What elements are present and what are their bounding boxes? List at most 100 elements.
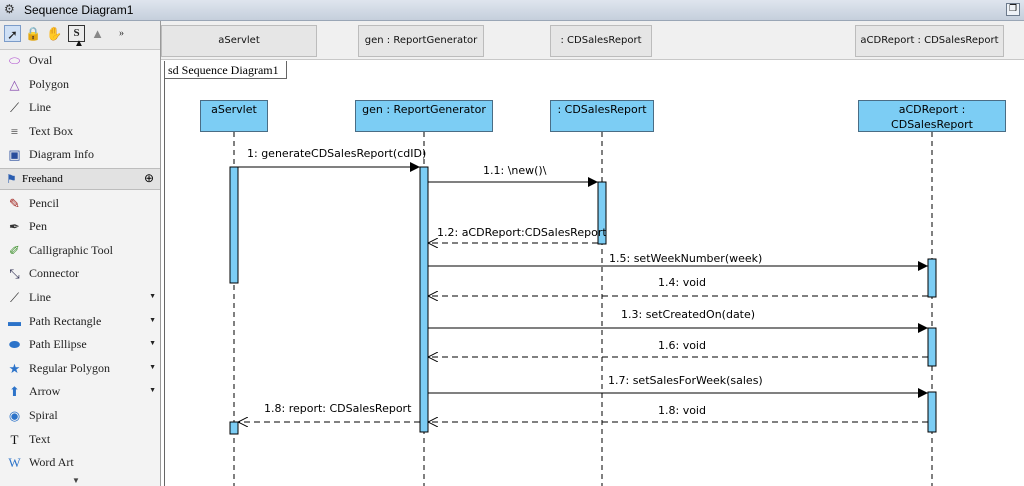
palette-item-label: Calligraphic Tool (29, 242, 113, 257)
diagram-palette: ➚ 🔒 ✋ S ▲ » ▲ ⬭Oval△Polygon⟋Line≡Text Bo… (0, 21, 161, 486)
path-rectangle-icon: ▬ (8, 313, 21, 329)
palette-item-pencil[interactable]: ✎ Pencil (0, 192, 160, 215)
frame-label-text: sd Sequence Diagram1 (168, 63, 279, 77)
diagram-canvas[interactable]: aServlet gen : ReportGenerator : CDSales… (161, 21, 1024, 486)
diagram-icon: ⚙ (4, 2, 15, 16)
activation-gen[interactable] (419, 166, 429, 433)
palette-item-diagram-info[interactable]: ▣ Diagram Info (0, 143, 160, 166)
message-label[interactable]: 1.7: setSalesForWeek(sales) (608, 374, 763, 387)
path-ellipse-icon: ⬬ (8, 337, 21, 353)
lifeline-head-acdreport[interactable]: aCDReport : CDSalesReport (858, 100, 1006, 132)
activation-aservlet-2[interactable] (229, 421, 239, 435)
palette-item-label: Line (29, 289, 51, 304)
hand-icon[interactable]: ✋ (46, 26, 63, 41)
palette-item-text-box[interactable]: ≡ Text Box (0, 120, 160, 143)
activation-acdreport-2[interactable] (927, 327, 937, 367)
palette-item-spiral[interactable]: ◉ Spiral (0, 404, 160, 427)
pencil-icon: ✎ (9, 195, 20, 211)
message-label[interactable]: 1.1: \new()\ (483, 164, 547, 177)
activation-cdsalesreport[interactable] (597, 181, 607, 245)
pin-icon[interactable]: ⊕ (143, 171, 154, 185)
message-label[interactable]: 1.8: void (658, 404, 706, 417)
palette-item-label: Line (29, 100, 51, 115)
palette-item-label: Text (29, 431, 51, 446)
diagram-info-icon: ▣ (8, 147, 21, 163)
palette-section-freehand[interactable]: ⚑ Freehand ⊕ (0, 168, 160, 190)
palette-item-path-rectangle[interactable]: ▬ Path Rectangle ▼ (0, 310, 160, 333)
header-lifeline-acdreport[interactable]: aCDReport : CDSalesReport (855, 25, 1004, 57)
palette-item-label: Diagram Info (29, 147, 94, 162)
select-tool-icon[interactable]: ➚ (4, 25, 21, 42)
palette-item-label: Spiral (29, 407, 58, 422)
polygon-icon: △ (9, 76, 20, 92)
lifeline-head-cdsalesreport[interactable]: : CDSalesReport (550, 100, 654, 132)
palette-item-arrow[interactable]: ⬆ Arrow ▼ (0, 380, 160, 403)
message-label[interactable]: 1: generateCDSalesReport(cdID) (247, 147, 427, 160)
palette-item-label: Oval (29, 53, 53, 67)
more-tools-icon[interactable]: » (119, 28, 124, 39)
shapes-icon[interactable]: ▲ (91, 26, 104, 41)
connector-icon: ⤡ (9, 266, 20, 282)
activation-acdreport-1[interactable] (927, 258, 937, 298)
calligraphic-icon: ✐ (9, 242, 20, 258)
palette-item-label: Polygon (29, 76, 70, 91)
palette-item-connector[interactable]: ⤡ Connector (0, 262, 160, 285)
lifeline-head-gen[interactable]: gen : ReportGenerator (355, 100, 493, 132)
window-titlebar: ⚙ Sequence Diagram1 ❐ (0, 0, 1024, 21)
dropdown-arrow-icon[interactable]: ▼ (149, 291, 156, 300)
word-art-icon: W (8, 455, 21, 471)
dropdown-arrow-icon[interactable]: ▼ (149, 339, 156, 348)
line-icon: ⟋ (9, 289, 20, 305)
dropdown-arrow-icon[interactable]: ▼ (149, 315, 156, 324)
palette-item-label: Arrow (29, 384, 61, 399)
palette-item-pen[interactable]: ✒Pen (0, 215, 160, 238)
regular-polygon-icon: ★ (8, 360, 21, 376)
palette-item-polygon[interactable]: △ Polygon (0, 73, 160, 96)
section-label: Freehand (22, 173, 63, 185)
palette-item-oval[interactable]: ⬭ Oval (0, 49, 160, 72)
palette-item-label: Path Ellipse (29, 337, 87, 352)
message-label[interactable]: 1.8: report: CDSalesReport (264, 402, 412, 415)
message-label[interactable]: 1.4: void (658, 276, 706, 289)
header-lifeline-cdsalesreport[interactable]: : CDSalesReport (550, 25, 652, 57)
palette-item-label: Regular Polygon (29, 360, 110, 375)
header-lifeline-gen[interactable]: gen : ReportGenerator (358, 25, 484, 57)
lifeline-head-aservlet[interactable]: aServlet (200, 100, 268, 132)
palette-item-line[interactable]: ⟋ Line ▼ (0, 286, 160, 309)
palette-item-label: Connector (29, 266, 79, 281)
sweeper-icon[interactable]: S (68, 25, 85, 42)
oval-icon: ⬭ (8, 53, 21, 68)
message-label[interactable]: 1.2: aCDReport:CDSalesReport (437, 226, 607, 239)
toolbar-marker-icon: ▲ (74, 38, 84, 49)
message-label[interactable]: 1.6: void (658, 339, 706, 352)
header-lifeline-aservlet[interactable]: aServlet (161, 25, 317, 57)
palette-item-label: Pencil (29, 195, 59, 210)
dropdown-arrow-icon[interactable]: ▼ (149, 362, 156, 371)
message-label[interactable]: 1.5: setWeekNumber(week) (609, 252, 763, 265)
restore-window-button[interactable]: ❐ (1006, 3, 1020, 16)
text-icon: T (10, 431, 19, 447)
scroll-down-icon[interactable]: ▼ (72, 476, 80, 485)
palette-item-text[interactable]: T Text (0, 428, 160, 451)
palette-item-line[interactable]: ⟋Line (0, 96, 160, 119)
sequence-frame-label[interactable]: sd Sequence Diagram1 (165, 61, 287, 79)
activation-acdreport-3[interactable] (927, 391, 937, 433)
palette-toolbar: ➚ 🔒 ✋ S ▲ » ▲ (0, 21, 160, 50)
activation-aservlet-1[interactable] (229, 166, 239, 284)
text-box-icon: ≡ (10, 123, 19, 139)
palette-item-label: Text Box (29, 123, 74, 138)
arrow-icon: ⬆ (9, 384, 20, 400)
palette-item-label: Pen (29, 219, 47, 234)
window-title: Sequence Diagram1 (24, 3, 134, 17)
dropdown-arrow-icon[interactable]: ▼ (149, 386, 156, 395)
sequence-frame-border (164, 61, 165, 486)
palette-item-calligraphic-tool[interactable]: ✐ Calligraphic Tool (0, 239, 160, 262)
lock-icon[interactable]: 🔒 (25, 26, 42, 41)
palette-item-label: Path Rectangle (29, 313, 102, 328)
spiral-icon: ◉ (8, 407, 21, 423)
message-label[interactable]: 1.3: setCreatedOn(date) (621, 308, 756, 321)
palette-item-path-ellipse[interactable]: ⬬ Path Ellipse ▼ (0, 333, 160, 356)
palette-item-regular-polygon[interactable]: ★ Regular Polygon ▼ (0, 357, 160, 380)
freehand-icon: ⚑ (6, 172, 17, 186)
